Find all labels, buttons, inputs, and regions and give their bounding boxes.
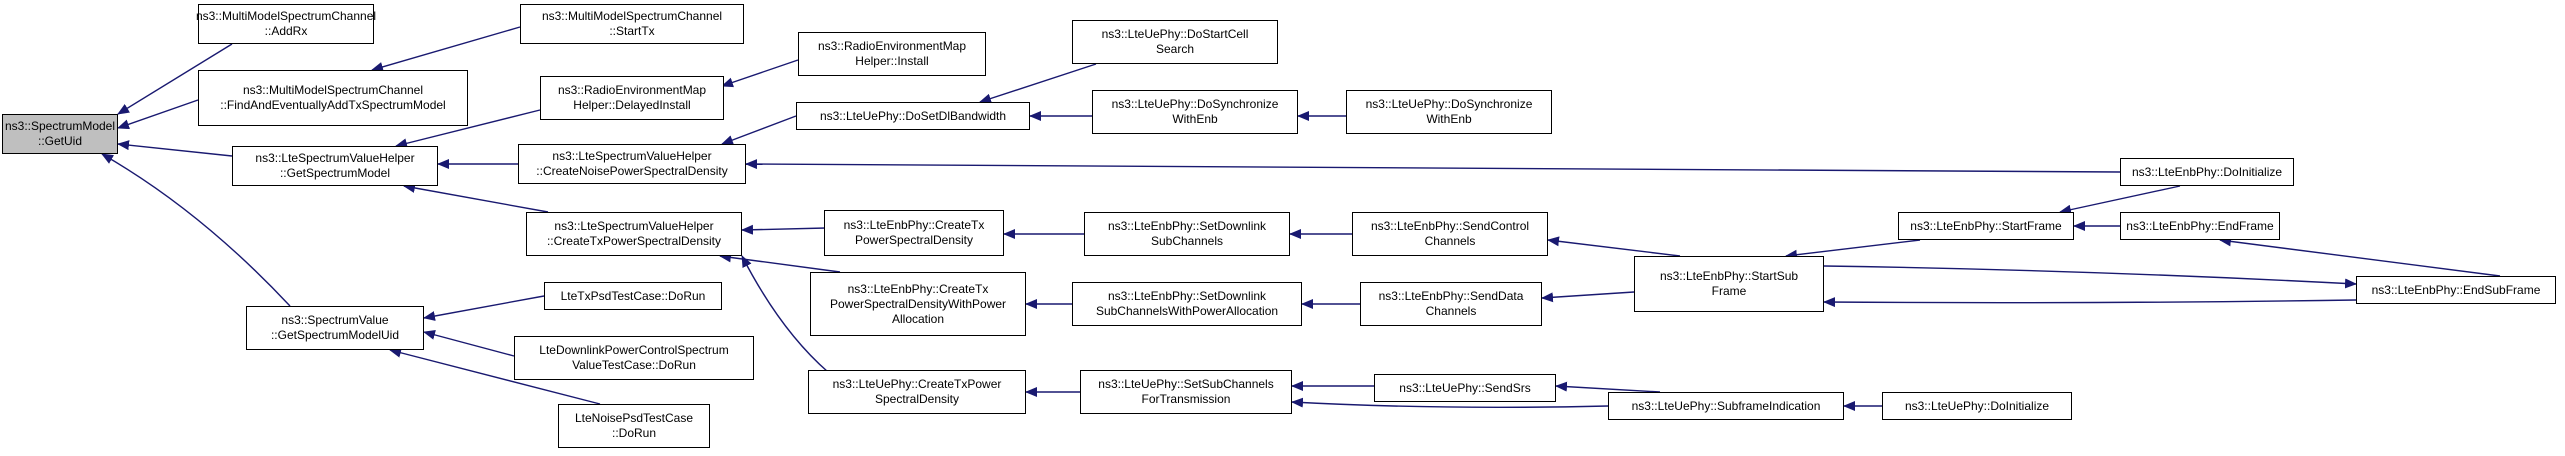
node-enb-endframe[interactable]: ns3::LteEnbPhy::EndFrame [2120, 212, 2280, 240]
node-lsvh-txpsd[interactable]: ns3::LteSpectrumValueHelper ::CreateTxPo… [526, 212, 742, 256]
edge-enb-endsub-to-enb-endframe [2219, 236, 2501, 277]
node-getuid[interactable]: ns3::SpectrumModel ::GetUid [2, 114, 118, 154]
node-label: ns3::LteSpectrumValueHelper ::CreateTxPo… [546, 219, 722, 248]
edge-noisepsd-dorun-to-sv-getsmuid [389, 347, 601, 405]
node-ue-sync2[interactable]: ns3::LteUePhy::DoSynchronize WithEnb [1346, 90, 1552, 134]
node-label: ns3::RadioEnvironmentMap Helper::Delayed… [557, 83, 707, 112]
node-label: ns3::LteEnbPhy::SetDownlink SubChannelsW… [1095, 289, 1279, 318]
node-starttx[interactable]: ns3::MultiModelSpectrumChannel ::StartTx [520, 4, 744, 44]
node-enb-startframe[interactable]: ns3::LteEnbPhy::StartFrame [1898, 212, 2074, 240]
node-noisepsd-dorun[interactable]: LteNoisePsdTestCase ::DoRun [558, 404, 710, 448]
node-label: ns3::LteUePhy::SendSrs [1399, 380, 1531, 395]
node-label: ns3::RadioEnvironmentMap Helper::Install [817, 39, 967, 68]
edge-enb-startsub-to-enb-sendctrl [1547, 236, 1681, 257]
node-rem-delayed[interactable]: ns3::RadioEnvironmentMap Helper::Delayed… [540, 76, 724, 120]
node-label: ns3::LteSpectrumValueHelper ::GetSpectru… [255, 151, 415, 180]
node-label: LteDownlinkPowerControlSpectrum ValueTes… [539, 343, 729, 372]
edge-ue-dlbw-to-lsvh-noise [721, 115, 797, 145]
node-ue-sendsrs[interactable]: ns3::LteUePhy::SendSrs [1374, 374, 1556, 402]
node-enb-senddata[interactable]: ns3::LteEnbPhy::SendData Channels [1360, 282, 1542, 326]
edge-enb-startsub-to-enb-senddata [1541, 291, 1635, 303]
node-ue-setsub[interactable]: ns3::LteUePhy::SetSubChannels ForTransmi… [1080, 370, 1292, 414]
node-label: ns3::LteEnbPhy::StartSub Frame [1659, 269, 1799, 298]
node-label: ns3::MultiModelSpectrumChannel ::AddRx [195, 9, 377, 38]
node-label: ns3::LteEnbPhy::CreateTx PowerSpectralDe… [843, 218, 985, 247]
edge-lsvh-getsm-to-getuid [117, 140, 233, 157]
edge-enb-createtx-pa-to-lsvh-txpsd [719, 252, 841, 273]
node-label: LteTxPsdTestCase::DoRun [560, 288, 706, 303]
node-enb-setdl-pa[interactable]: ns3::LteEnbPhy::SetDownlink SubChannelsW… [1072, 282, 1302, 326]
edge-group [101, 26, 2501, 411]
node-lsvh-noise[interactable]: ns3::LteSpectrumValueHelper ::CreateNois… [518, 144, 746, 184]
node-enb-doinit[interactable]: ns3::LteEnbPhy::DoInitialize [2120, 158, 2294, 186]
node-enb-endsub[interactable]: ns3::LteEnbPhy::EndSubFrame [2356, 276, 2556, 304]
node-label: LteNoisePsdTestCase ::DoRun [574, 411, 694, 440]
node-rem-install[interactable]: ns3::RadioEnvironmentMap Helper::Install [798, 32, 986, 76]
edge-enb-doinit-to-lsvh-noise [745, 159, 2121, 173]
edge-lsvh-txpsd-to-lsvh-getsm [403, 183, 549, 213]
node-sv-getsmuid[interactable]: ns3::SpectrumValue ::GetSpectrumModelUid [246, 306, 424, 350]
edge-ue-subframe-to-ue-setsub [1291, 397, 1609, 409]
edge-ue-subframe-to-ue-sendsrs [1555, 381, 1661, 393]
node-label: ns3::SpectrumModel ::GetUid [4, 119, 116, 148]
node-enb-createtx-pa[interactable]: ns3::LteEnbPhy::CreateTx PowerSpectralDe… [810, 272, 1026, 336]
node-ue-subframe[interactable]: ns3::LteUePhy::SubframeIndication [1608, 392, 1844, 420]
node-findtx[interactable]: ns3::MultiModelSpectrumChannel ::FindAnd… [198, 70, 468, 126]
edge-enb-doinit-to-enb-startframe [2059, 185, 2181, 215]
edge-ue-startcell-to-ue-dlbw [979, 63, 1097, 104]
node-label: ns3::LteEnbPhy::SendData Channels [1378, 289, 1524, 318]
edge-sv-getsmuid-to-getuid [101, 153, 291, 307]
node-label: ns3::LteEnbPhy::EndFrame [2126, 218, 2274, 233]
node-txpsd-dorun[interactable]: LteTxPsdTestCase::DoRun [544, 282, 722, 310]
edge-rem-install-to-rem-delayed [721, 59, 799, 88]
node-lsvh-getsm[interactable]: ns3::LteSpectrumValueHelper ::GetSpectru… [232, 146, 438, 186]
node-ue-createtx[interactable]: ns3::LteUePhy::CreateTxPower SpectralDen… [808, 370, 1026, 414]
node-ue-sync1[interactable]: ns3::LteUePhy::DoSynchronize WithEnb [1092, 90, 1298, 134]
edge-starttx-to-findtx [371, 26, 521, 72]
node-label: ns3::LteEnbPhy::DoInitialize [2131, 164, 2283, 179]
node-enb-sendctrl[interactable]: ns3::LteEnbPhy::SendControl Channels [1352, 212, 1548, 256]
node-label: ns3::LteEnbPhy::CreateTx PowerSpectralDe… [829, 281, 1007, 326]
edge-enb-startsub-to-enb-endsub [1823, 265, 2357, 289]
node-label: ns3::LteEnbPhy::StartFrame [1910, 218, 2062, 233]
node-label: ns3::LteUePhy::DoSetDlBandwidth [819, 108, 1007, 123]
edge-rem-delayed-to-lsvh-getsm [395, 109, 541, 149]
node-enb-createtx[interactable]: ns3::LteEnbPhy::CreateTx PowerSpectralDe… [824, 210, 1004, 256]
node-label: ns3::MultiModelSpectrumChannel ::StartTx [541, 9, 723, 38]
edge-txpsd-dorun-to-sv-getsmuid [423, 295, 545, 321]
node-enb-setdl[interactable]: ns3::LteEnbPhy::SetDownlink SubChannels [1084, 212, 1290, 256]
node-label: ns3::LteUePhy::DoSynchronize WithEnb [1365, 97, 1533, 126]
edge-dlpc-dorun-to-sv-getsmuid [423, 330, 515, 357]
edge-enb-createtx-to-lsvh-txpsd [741, 224, 827, 235]
node-ue-dlbw[interactable]: ns3::LteUePhy::DoSetDlBandwidth [796, 102, 1030, 130]
node-label: ns3::LteUePhy::CreateTxPower SpectralDen… [832, 377, 1002, 406]
node-label: ns3::LteEnbPhy::SetDownlink SubChannels [1107, 219, 1267, 248]
node-dlpc-dorun[interactable]: LteDownlinkPowerControlSpectrum ValueTes… [514, 336, 754, 380]
edge-enb-endsub-to-enb-startsub [1823, 297, 2357, 308]
node-label: ns3::MultiModelSpectrumChannel ::FindAnd… [220, 83, 446, 112]
node-label: ns3::LteUePhy::DoSynchronize WithEnb [1111, 97, 1279, 126]
edge-addrx-to-getuid [117, 43, 233, 115]
node-label: ns3::LteSpectrumValueHelper ::CreateNois… [536, 149, 728, 178]
edge-enb-startframe-to-enb-startsub [1785, 239, 1921, 260]
edge-findtx-to-getuid [117, 99, 199, 130]
node-label: ns3::LteEnbPhy::EndSubFrame [2371, 282, 2541, 297]
node-ue-doinit[interactable]: ns3::LteUePhy::DoInitialize [1882, 392, 2072, 420]
node-addrx[interactable]: ns3::MultiModelSpectrumChannel ::AddRx [195, 4, 377, 44]
node-ue-startcell[interactable]: ns3::LteUePhy::DoStartCell Search [1072, 20, 1278, 64]
node-label: ns3::LteUePhy::SetSubChannels ForTransmi… [1098, 377, 1274, 406]
node-label: ns3::LteUePhy::SubframeIndication [1631, 398, 1821, 413]
edge-ue-createtx-to-lsvh-txpsd [741, 255, 829, 373]
node-enb-startsub[interactable]: ns3::LteEnbPhy::StartSub Frame [1634, 256, 1824, 312]
node-label: ns3::LteEnbPhy::SendControl Channels [1370, 219, 1530, 248]
node-label: ns3::LteUePhy::DoStartCell Search [1101, 27, 1249, 56]
node-label: ns3::SpectrumValue ::GetSpectrumModelUid [270, 313, 400, 342]
node-label: ns3::LteUePhy::DoInitialize [1904, 398, 2050, 413]
